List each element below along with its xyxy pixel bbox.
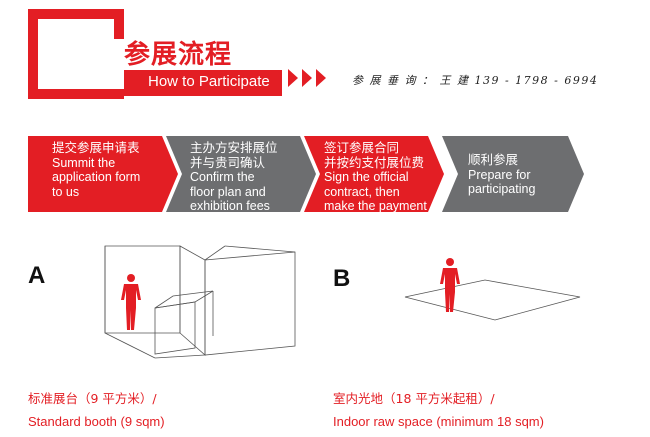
step-1-en-line3: to us	[52, 184, 80, 199]
step-4-en-line2: participating	[468, 182, 536, 196]
step-2-en-line2: floor plan and	[190, 184, 266, 199]
step-4-chevron	[442, 136, 584, 212]
step-1-cn: 提交参展申请表	[52, 141, 140, 155]
step-3-en-line1: Sign the official	[324, 170, 409, 184]
standard-booth-illustration-icon	[104, 245, 296, 359]
step-1-text: 提交参展申请表 Summit the application form to u…	[52, 141, 140, 199]
step-1-en-line2: application form	[52, 170, 141, 184]
person-figure-a	[121, 274, 141, 330]
person-figure-b	[440, 258, 460, 312]
booth-a-caption-cn: 标准展台（9 平方米）/	[28, 391, 157, 406]
title-band	[124, 70, 282, 96]
step-2-en-line1: Confirm the	[190, 170, 255, 184]
step-3-text: 签订参展合同 并按约支付展位费 Sign the official contra…	[324, 141, 427, 214]
raw-space-illustration-icon	[404, 258, 581, 321]
step-2-chevron	[166, 136, 316, 212]
page-title-cn: 参展流程	[124, 40, 233, 70]
booth-b-letter: B	[333, 265, 351, 292]
step-3-cn-line2: 并按约支付展位费	[324, 155, 425, 170]
booth-a-letter: A	[28, 262, 46, 289]
step-3-chevron	[304, 136, 444, 212]
page-title-en: How to Participate	[148, 73, 270, 90]
booth-b-caption-cn: 室内光地（18 平方米起租）/	[333, 391, 495, 406]
header-bracket	[28, 9, 124, 99]
step-3: 签订参展合同 并按约支付展位费 Sign the official contra…	[304, 136, 444, 214]
step-4-text: 顺利参展 Prepare for participating	[468, 153, 535, 197]
step-2-en-line3: exhibition fees	[190, 199, 270, 213]
step-1-chevron	[28, 136, 178, 212]
step-4: 顺利参展 Prepare for participating	[442, 136, 584, 212]
step-1-en-line1: Summit the	[52, 155, 116, 170]
step-1: 提交参展申请表 Summit the application form to u…	[28, 136, 178, 212]
step-3-cn-line1: 签订参展合同	[324, 141, 400, 155]
step-4-en-line1: Prepare for	[468, 167, 531, 182]
step-3-en-line3: make the payment	[324, 199, 427, 213]
step-2-cn-line1: 主办方安排展位	[190, 141, 278, 155]
step-3-en-line2: contract, then	[324, 184, 400, 199]
step-2-text: 主办方安排展位 并与贵司确认 Confirm the floor plan an…	[190, 141, 278, 214]
booth-a-caption-en: Standard booth (9 sqm)	[28, 414, 165, 429]
triple-play-arrows-icon	[288, 69, 326, 87]
contact-info: 参 展 垂 询 ： 王 建 139 - 1798 - 6994	[352, 74, 599, 87]
step-2-cn-line2: 并与贵司确认	[190, 155, 266, 170]
header-bracket-tick	[114, 9, 124, 39]
step-2: 主办方安排展位 并与贵司确认 Confirm the floor plan an…	[166, 136, 316, 214]
booth-b-caption-en: Indoor raw space (minimum 18 sqm)	[333, 414, 544, 429]
step-4-cn: 顺利参展	[468, 153, 519, 167]
